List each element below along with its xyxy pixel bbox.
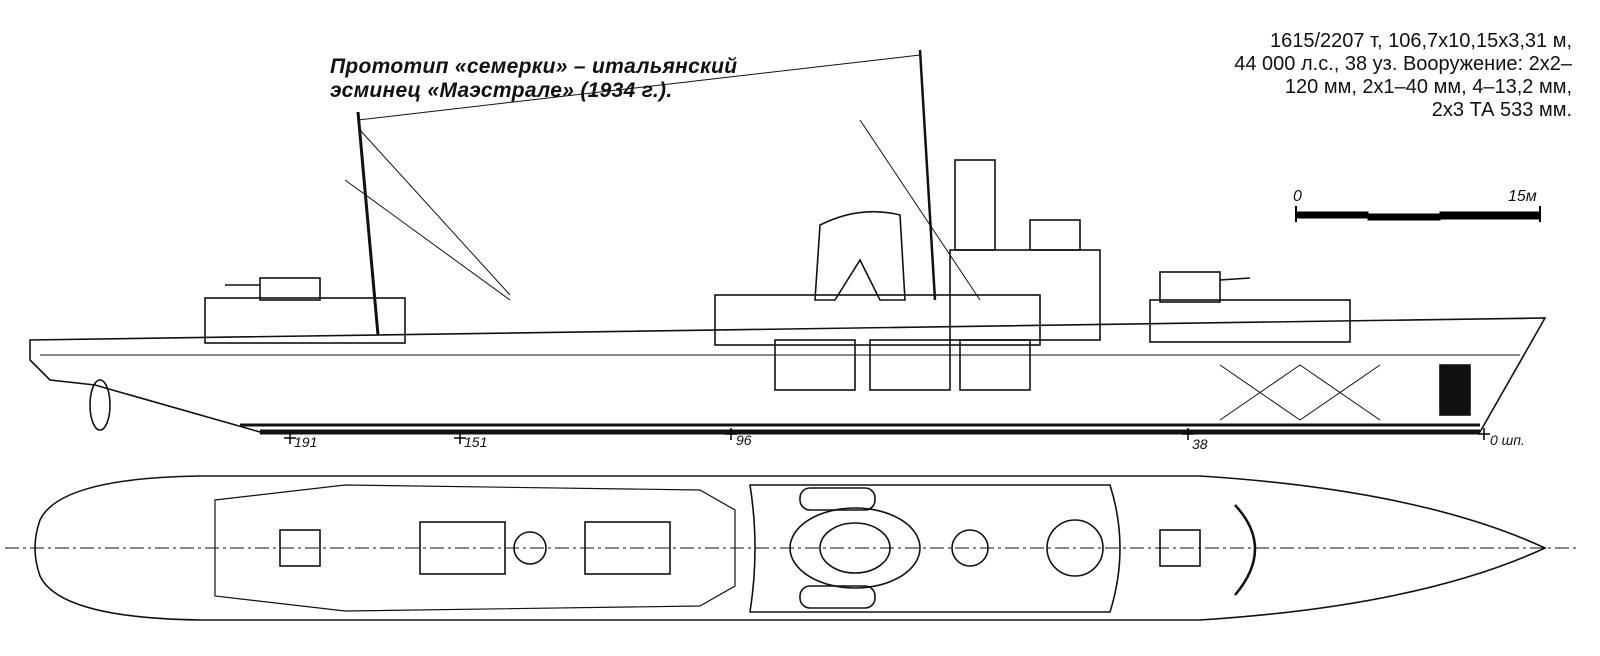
plan-view bbox=[5, 475, 1580, 621]
boat bbox=[869, 339, 951, 391]
ship-specifications: 1615/2207 т, 106,7x10,15x3,31 м, 44 000 … bbox=[1234, 30, 1572, 122]
frame-label-0: 0 шп. bbox=[1490, 432, 1525, 448]
main-mast bbox=[356, 111, 380, 336]
rigging-line bbox=[859, 119, 981, 301]
scale-bar bbox=[1295, 206, 1541, 222]
specs-line-3: 120 мм, 2x1–40 мм, 4–13,2 мм, bbox=[1284, 76, 1572, 98]
director-platform bbox=[1046, 519, 1104, 577]
midship-deckhouse bbox=[714, 294, 1041, 346]
rangefinder bbox=[1029, 219, 1081, 251]
aft-gun-plan bbox=[279, 529, 321, 567]
drawing-title: Прототип «семерки» – итальянский эсминец… bbox=[330, 55, 737, 103]
frame-mark bbox=[454, 432, 466, 444]
hull-outline bbox=[29, 317, 1547, 433]
forward-gun-turret bbox=[1159, 271, 1221, 303]
funnel-cap bbox=[819, 522, 891, 574]
boat bbox=[959, 339, 1031, 391]
rigging-line bbox=[344, 179, 511, 301]
frame-mark bbox=[1478, 428, 1490, 440]
bridge-tower bbox=[954, 159, 996, 251]
boat bbox=[774, 339, 856, 391]
rigging-line bbox=[359, 129, 511, 296]
rigging-line bbox=[357, 54, 921, 121]
propeller bbox=[89, 379, 111, 431]
forward-deckhouse bbox=[1149, 299, 1351, 343]
frame-mark bbox=[725, 428, 737, 440]
torpedo-tubes bbox=[584, 521, 671, 575]
aft-gun-turret bbox=[259, 277, 321, 301]
funnel-top bbox=[789, 507, 921, 589]
torpedo-tubes bbox=[419, 521, 506, 575]
bow-compartment bbox=[1439, 364, 1471, 416]
title-line-2: эсминец «Маэстрале» (1934 г.). bbox=[330, 79, 673, 102]
specs-line-1: 1615/2207 т, 106,7x10,15x3,31 м, bbox=[1269, 30, 1572, 52]
bow-hatching bbox=[1219, 364, 1381, 421]
aft-superstructure-plan bbox=[214, 484, 736, 612]
scale-end-label: 15м bbox=[1508, 188, 1537, 205]
scale-start-label: 0 bbox=[1293, 188, 1302, 205]
forward-gun-plan bbox=[1159, 529, 1201, 567]
frame-mark bbox=[1182, 428, 1194, 440]
boat-plan bbox=[799, 585, 876, 609]
funnel bbox=[814, 210, 906, 301]
side-profile bbox=[29, 49, 1547, 435]
boat-plan bbox=[799, 487, 876, 511]
searchlight-platform bbox=[513, 531, 547, 565]
forward-gun-barrel bbox=[1219, 277, 1251, 281]
deck-outline bbox=[34, 475, 1547, 621]
specs-line-4: 2x3 ТА 533 мм. bbox=[1431, 99, 1572, 121]
title-line-1: Прототип «семерки» – итальянский bbox=[330, 55, 738, 78]
mast-platform bbox=[951, 529, 989, 567]
breakwater bbox=[1234, 504, 1257, 596]
fore-mast bbox=[918, 49, 937, 301]
frame-marks bbox=[284, 428, 1490, 444]
frame-label-96: 96 bbox=[736, 432, 752, 448]
frame-label-38: 38 bbox=[1192, 436, 1208, 452]
frame-label-151: 151 bbox=[464, 434, 488, 450]
specs-line-2: 44 000 л.с., 38 уз. Вооружение: 2x2– bbox=[1234, 53, 1572, 75]
midship-superstructure-plan bbox=[749, 484, 1121, 613]
frame-mark bbox=[284, 432, 296, 444]
frame-label-191: 191 bbox=[294, 434, 318, 450]
aft-deckhouse bbox=[204, 297, 406, 344]
